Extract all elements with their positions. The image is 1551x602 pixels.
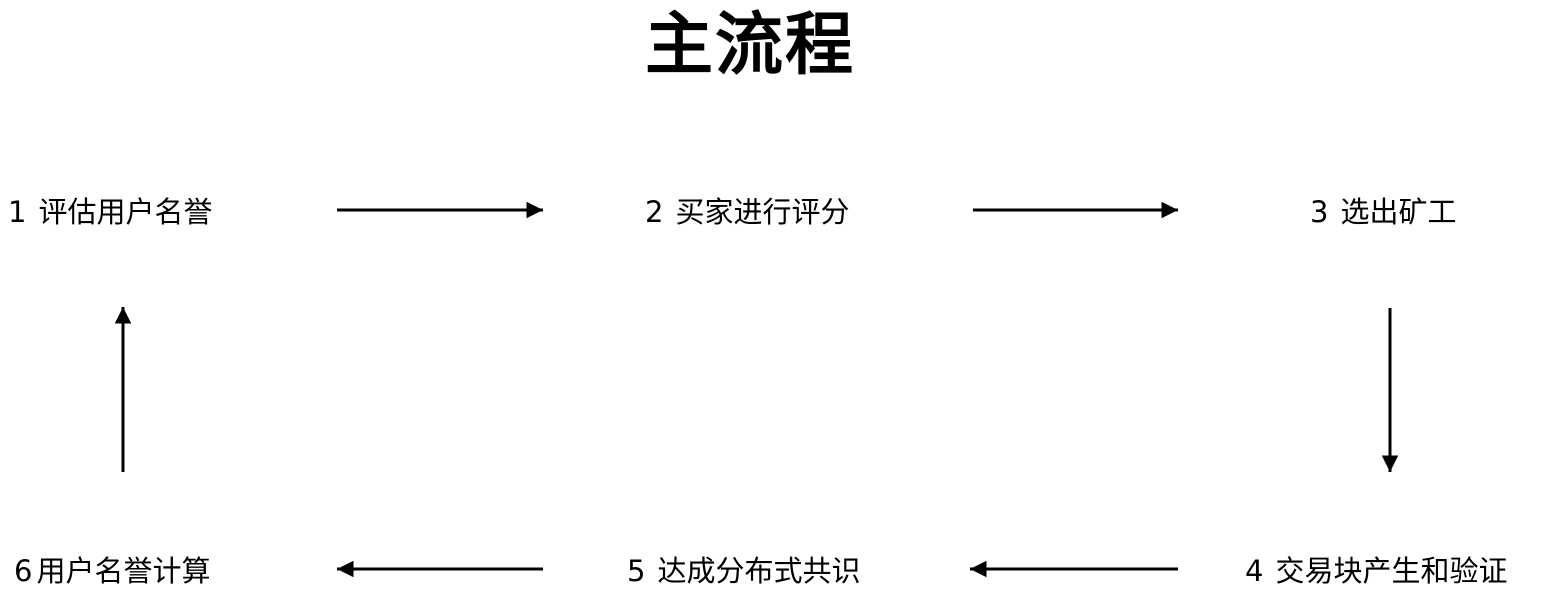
step-5-node: 5 达成分布式共识 <box>627 553 860 589</box>
step-number: 2 <box>645 195 664 229</box>
step-label: 选出矿工 <box>1340 195 1457 229</box>
step-label: 交易块产生和验证 <box>1275 554 1508 588</box>
step-label: 评估用户名誉 <box>38 195 213 229</box>
step-number: 3 <box>1310 195 1329 229</box>
diagram-title: 主流程 <box>644 6 855 85</box>
step-1-node: 1 评估用户名誉 <box>8 194 212 230</box>
step-4-node: 4 交易块产生和验证 <box>1245 553 1507 589</box>
step-number: 5 <box>627 554 646 588</box>
step-label: 买家进行评分 <box>675 195 850 229</box>
step-number: 6 <box>14 554 33 588</box>
step-number: 4 <box>1245 554 1264 588</box>
step-2-node: 2 买家进行评分 <box>645 194 849 230</box>
step-number: 1 <box>8 195 27 229</box>
step-label: 用户名誉计算 <box>36 554 211 588</box>
step-3-node: 3 选出矿工 <box>1310 194 1456 230</box>
step-label: 达成分布式共识 <box>657 554 861 588</box>
